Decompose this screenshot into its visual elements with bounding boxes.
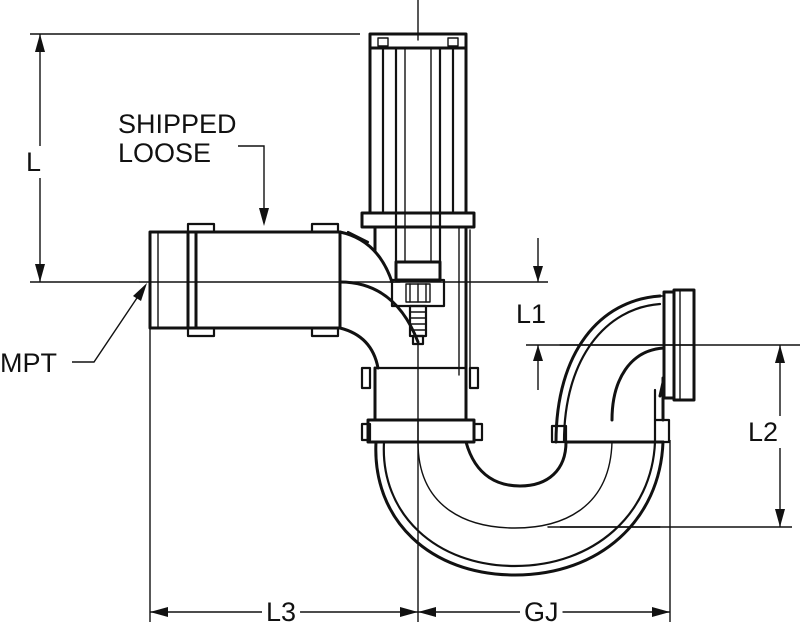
- label-loose: LOOSE: [118, 138, 211, 168]
- label-dim-GJ-knockout: [520, 596, 563, 628]
- label-shipped: SHIPPED: [118, 109, 237, 139]
- label-mpt: MPT: [0, 348, 57, 378]
- label-dim-L2-knockout: [744, 416, 783, 448]
- dimension-L3-GJ: [149, 300, 671, 622]
- label-dim-L2: L2: [748, 417, 778, 447]
- valve-body: [360, 0, 476, 377]
- label-dim-L: L: [26, 147, 41, 177]
- trap-return-bend: [554, 288, 696, 444]
- label-dim-L-knockout: [22, 146, 46, 178]
- label-dim-L1: L1: [516, 299, 546, 329]
- label-dim-GJ: GJ: [524, 597, 559, 627]
- label-dim-L3-knockout: [262, 596, 301, 628]
- trap-j-bend: [360, 341, 671, 577]
- label-dim-L3: L3: [266, 597, 296, 627]
- leader-mpt: [72, 283, 147, 363]
- inlet-pipe: [139, 222, 420, 370]
- leader-shipped-loose: [238, 145, 269, 226]
